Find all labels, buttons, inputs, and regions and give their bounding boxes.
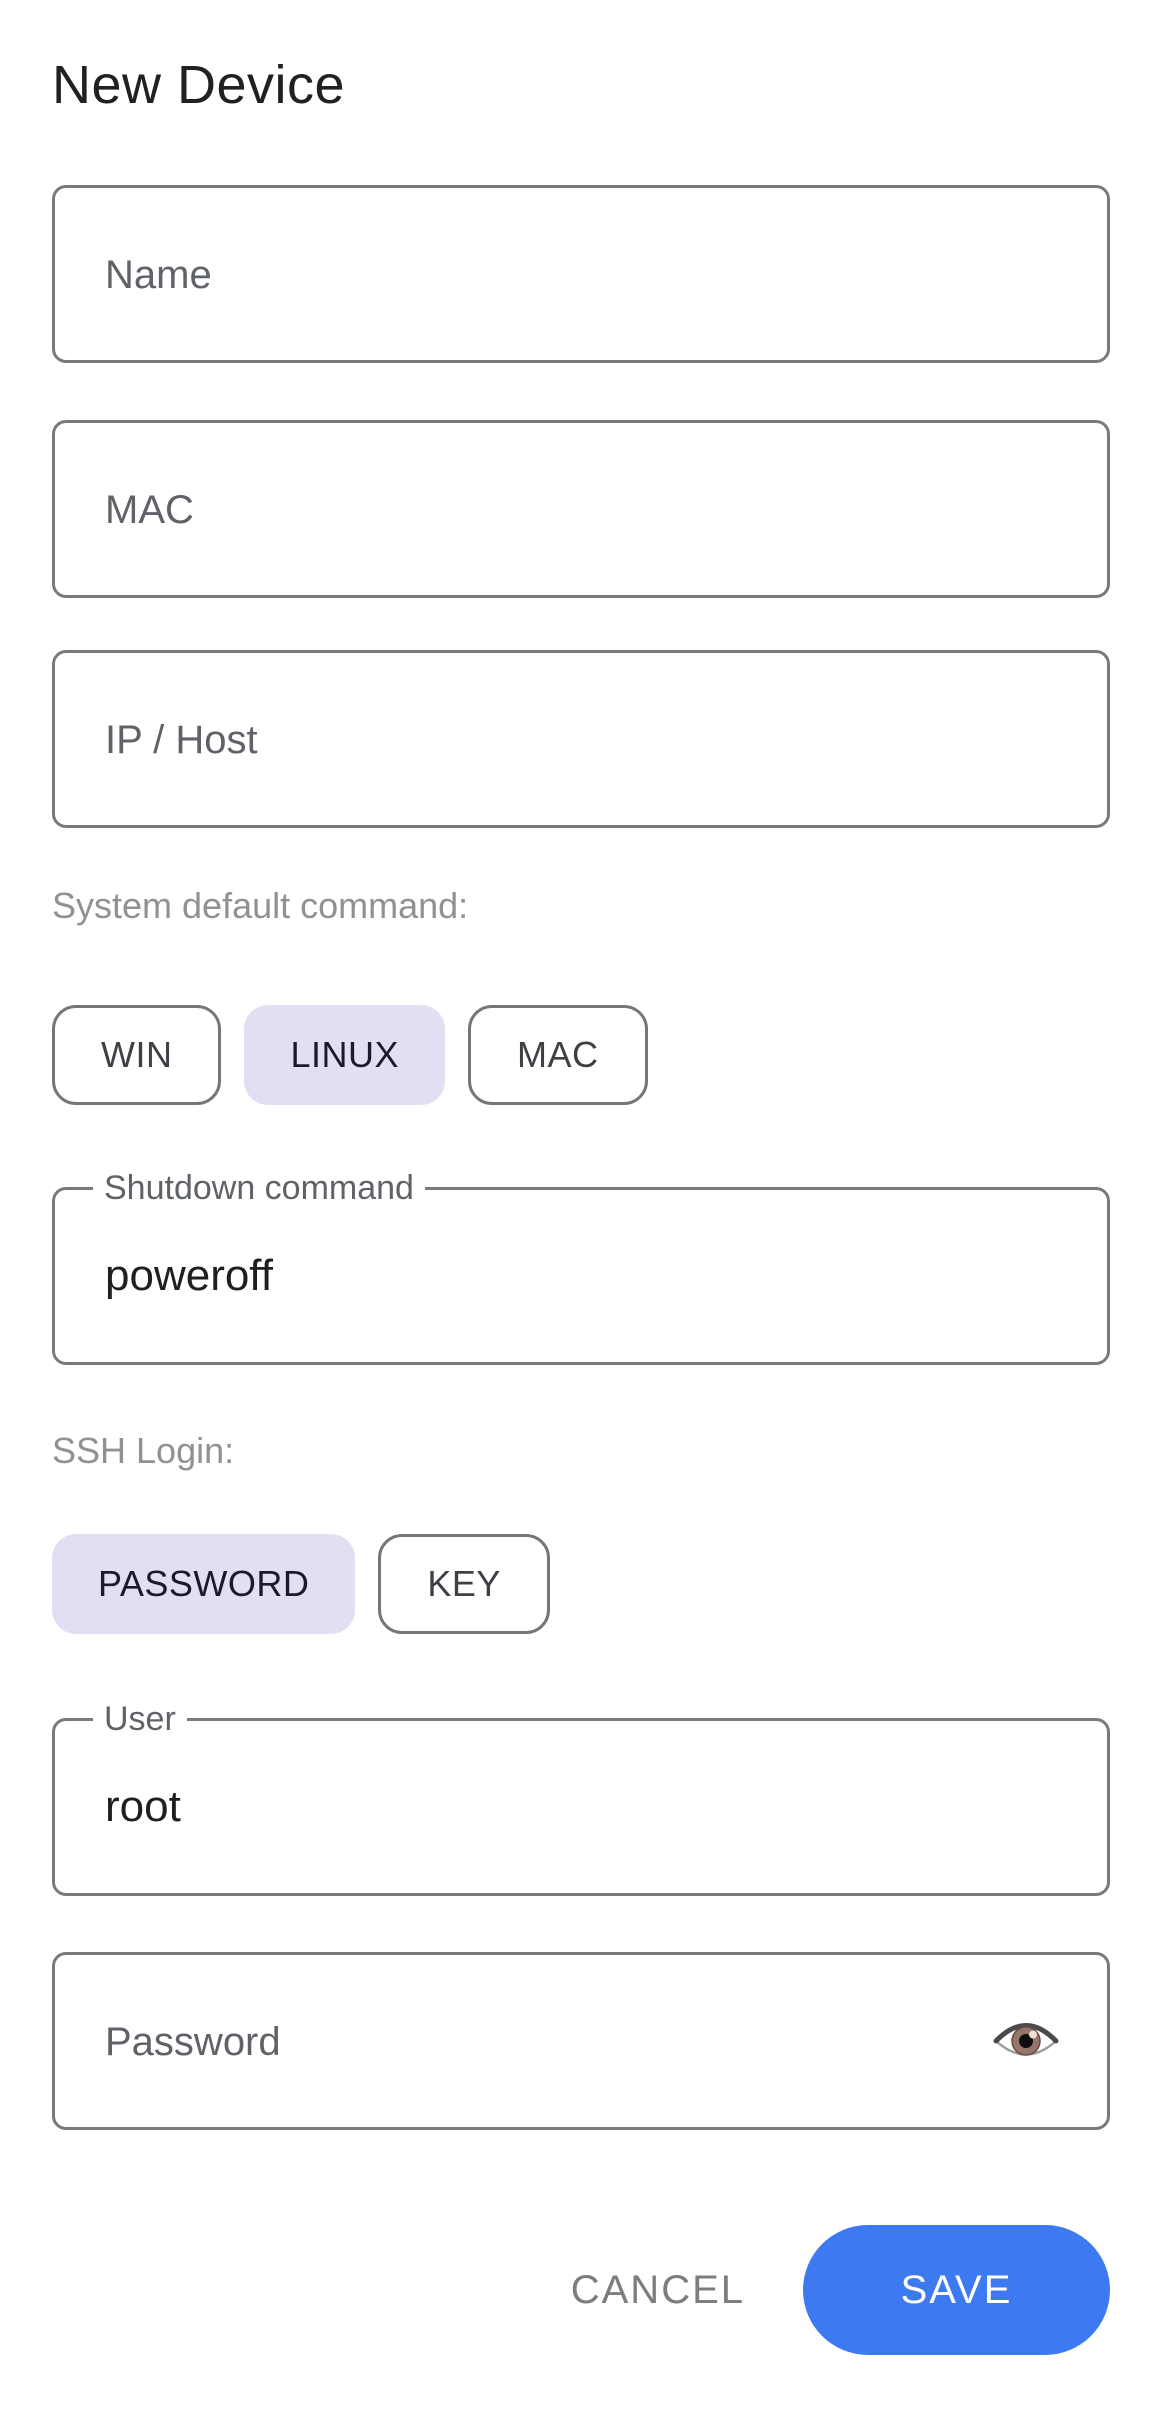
system-default-command-options: WIN LINUX MAC [52, 1005, 1110, 1105]
mac-option-button[interactable]: MAC [468, 1005, 648, 1105]
new-device-form: New Device System default command: WIN L… [0, 56, 1162, 2420]
mac-field [52, 420, 1110, 598]
linux-option-button[interactable]: LINUX [244, 1005, 446, 1105]
cancel-button[interactable]: CANCEL [571, 2258, 745, 2323]
shutdown-command-input[interactable] [55, 1190, 1107, 1362]
user-field: User [52, 1699, 1110, 1896]
mac-input[interactable] [55, 423, 1107, 595]
win-option-button[interactable]: WIN [52, 1005, 222, 1105]
shutdown-command-field-label: Shutdown command [93, 1168, 425, 1208]
system-default-command-label: System default command: [52, 885, 469, 926]
name-field [52, 185, 1110, 363]
eye-icon[interactable] [993, 2016, 1059, 2066]
password-field [52, 1952, 1110, 2130]
name-input[interactable] [55, 188, 1107, 360]
password-option-button[interactable]: PASSWORD [52, 1534, 356, 1634]
page-title: New Device [52, 55, 346, 115]
user-input[interactable] [55, 1721, 1107, 1893]
ssh-login-options: PASSWORD KEY [52, 1534, 1110, 1634]
form-actions: CANCEL SAVE [52, 2225, 1110, 2355]
key-option-button[interactable]: KEY [378, 1534, 550, 1634]
password-input[interactable] [55, 1955, 1107, 2127]
shutdown-command-field: Shutdown command [52, 1168, 1110, 1365]
user-field-label: User [93, 1699, 187, 1739]
save-button[interactable]: SAVE [803, 2225, 1110, 2355]
ip-host-field [52, 650, 1110, 828]
ip-host-input[interactable] [55, 653, 1107, 825]
ssh-login-label: SSH Login: [52, 1430, 235, 1471]
